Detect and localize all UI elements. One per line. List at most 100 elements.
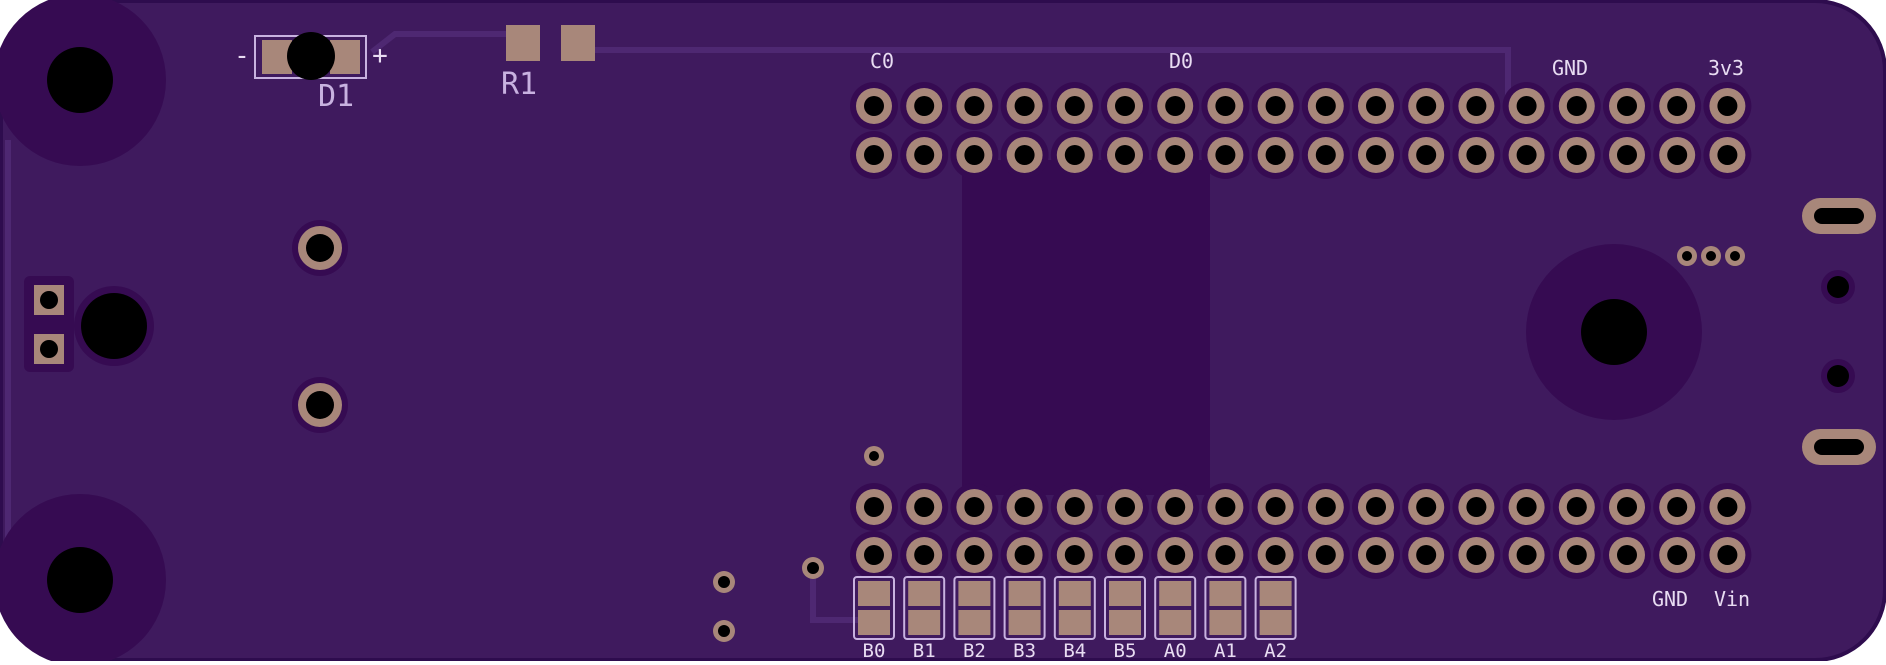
header-pin-drill	[864, 497, 884, 517]
header-pin-drill	[1315, 545, 1336, 565]
trace-led-resistor	[370, 31, 508, 55]
pin-label-d0: D0	[1169, 49, 1193, 73]
header-pin-drill	[1165, 96, 1186, 116]
led-d1-label: D1	[318, 79, 354, 114]
jumper-pad-label: B3	[1013, 640, 1036, 661]
header-pin-drill	[964, 497, 985, 517]
header-pin-drill	[1315, 497, 1336, 517]
header-pin-drill	[1617, 145, 1637, 165]
header-pin-drill	[1366, 497, 1386, 517]
jumper-pad-top	[1058, 581, 1091, 606]
jumper-pad-label: B5	[1114, 640, 1137, 661]
jumper-pad-top	[958, 581, 991, 606]
resistor-r1-label: R1	[501, 67, 537, 102]
led-d1-pad-minus	[262, 40, 292, 74]
header-pin-drill	[964, 96, 985, 116]
header-pin-drill	[964, 545, 985, 565]
header-pin-drill	[1064, 145, 1085, 165]
header-pin-drill	[1315, 145, 1336, 165]
header-pin-drill	[1667, 545, 1688, 565]
header-pin-drill	[1265, 497, 1286, 517]
header-pin-drill	[1667, 145, 1688, 165]
mounting-hole-bottom-left	[47, 547, 113, 613]
led-d1-pad-plus	[330, 40, 360, 74]
jumper-pad-bottom	[1259, 610, 1292, 635]
through-hole-upper-drill	[306, 234, 334, 262]
header-pin-drill	[1667, 497, 1688, 517]
header-pin-drill	[864, 96, 884, 116]
header-pin-drill	[1115, 145, 1135, 165]
header-pin-drill	[1717, 497, 1738, 517]
pin-label-gnd-bottom: GND	[1652, 587, 1688, 611]
header-pin-drill	[1265, 96, 1286, 116]
pin-label-3v3: 3v3	[1708, 56, 1744, 80]
led-d1-center-hole	[287, 32, 335, 80]
trace-resistor-header	[578, 47, 1511, 106]
header-pin-drill	[1014, 497, 1035, 517]
jumper-pad-top	[1159, 581, 1192, 606]
jumper-pad-bottom	[1109, 610, 1141, 635]
jumper-pad-label: A0	[1164, 640, 1187, 661]
jumper-pad-label: B1	[913, 640, 936, 661]
header-pin-drill	[1566, 497, 1587, 517]
header-pin-drill	[964, 145, 985, 165]
pin-label-c0: C0	[870, 49, 894, 73]
header-pin-drill	[1717, 96, 1738, 116]
header-pin-drill	[1165, 497, 1186, 517]
jumper-pad-bottom	[1008, 610, 1041, 635]
jumper-pad-bottom	[958, 610, 991, 635]
jumper-pad-outline	[953, 576, 996, 640]
header-pin-drill	[1566, 145, 1587, 165]
header-pin-drill	[1416, 497, 1437, 517]
header-pin-drill	[1014, 96, 1035, 116]
jumper-pad-top	[1259, 581, 1292, 606]
small-pad-3-drill	[1730, 251, 1740, 261]
header-pin-drill	[1014, 145, 1035, 165]
header-pin-drill	[1064, 497, 1085, 517]
header-pin-drill	[1165, 545, 1186, 565]
header-pin-drill	[1717, 145, 1738, 165]
header-pin-drill	[1115, 545, 1135, 565]
resistor-r1-pad-1	[506, 25, 540, 61]
jumper-pad-outline	[1003, 576, 1046, 640]
header-pin-drill	[1516, 96, 1537, 116]
left-connector	[24, 276, 154, 372]
header-pin-drill	[1566, 545, 1587, 565]
usb-slot-bottom-drill	[1814, 439, 1864, 455]
header-pin-drill	[914, 497, 935, 517]
jumper-pad-outline	[1254, 576, 1297, 640]
header-pin-drill	[1366, 545, 1386, 565]
header-pin-drill	[1315, 96, 1336, 116]
header-pin-drill	[1416, 96, 1437, 116]
jumper-pad-outline	[1053, 576, 1096, 640]
header-pin-drill	[1516, 545, 1537, 565]
header-pin-drill	[864, 145, 884, 165]
jumper-pad-top	[908, 581, 941, 606]
left-connector-large-hole	[81, 293, 147, 359]
jumper-pad-outline	[903, 576, 946, 640]
jumper-pad-top	[1209, 581, 1242, 606]
resistor-r1: R1	[501, 25, 595, 102]
via-near-header-drill	[869, 451, 879, 461]
usb-hole-upper	[1827, 276, 1849, 298]
header-pin-drill	[1416, 545, 1437, 565]
header-pin-drill	[914, 96, 935, 116]
jumper-pad-label: B0	[863, 640, 886, 661]
header-pin-drill	[1617, 545, 1637, 565]
jumper-pad-outline	[1154, 576, 1197, 640]
header-pin-drill	[1115, 497, 1135, 517]
left-through-holes	[292, 220, 348, 433]
header-pin-drill	[1014, 545, 1035, 565]
header-pin-drill	[1717, 545, 1738, 565]
jumper-pad-outline	[1104, 576, 1146, 640]
jumper-pad-bottom	[908, 610, 941, 635]
mounting-holes	[0, 0, 1702, 665]
traces	[5, 31, 1511, 623]
header-pin-drill	[1366, 96, 1386, 116]
header-pin-drill	[1215, 145, 1236, 165]
header-pin-drill	[1617, 497, 1637, 517]
header-pins	[850, 82, 1752, 579]
vias	[713, 446, 884, 642]
usb-hole-lower	[1827, 365, 1849, 387]
